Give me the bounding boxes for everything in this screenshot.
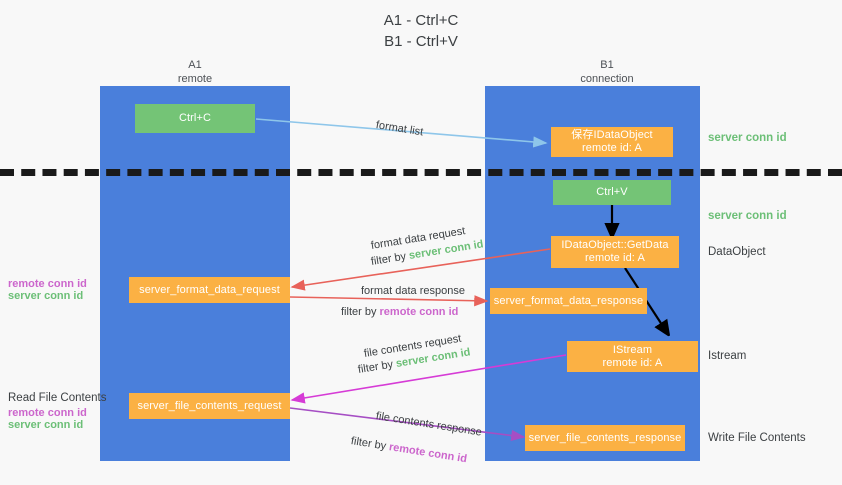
box-server-file-contents-response[interactable]: server_file_contents_response <box>525 425 685 451</box>
filter-value-remote-conn-id-1: remote conn id <box>379 306 459 318</box>
edge-label-file-contents-response: file contents response <box>375 410 483 439</box>
filter-prefix-3: filter by <box>357 358 397 376</box>
filter-value-remote-conn-id-2: remote conn id <box>388 441 468 466</box>
box-save-idataobject[interactable]: 保存IDataObject remote id: A <box>551 127 673 157</box>
box-idataobject-getdata-line1: IDataObject::GetData <box>561 239 669 251</box>
annotation-server-conn-id-4: server conn id <box>8 419 84 431</box>
annotation-write-file-contents: Write File Contents <box>708 432 806 444</box>
box-server-file-contents-response-label: server_file_contents_response <box>528 431 682 444</box>
box-ctrl-v[interactable]: Ctrl+V <box>553 180 671 205</box>
box-ctrl-c-label: Ctrl+C <box>178 112 212 124</box>
box-istream[interactable]: IStream remote id: A <box>567 341 698 372</box>
edge-label-format-data-response: format data response <box>361 285 465 297</box>
box-idataobject-getdata-line2: remote id: A <box>585 252 645 264</box>
phase-divider <box>0 169 842 176</box>
annotation-server-conn-id-2: server conn id <box>708 210 787 222</box>
box-ctrl-c[interactable]: Ctrl+C <box>135 104 255 133</box>
box-save-idataobject-line2: remote id: A <box>582 142 642 154</box>
filter-prefix-1: filter by <box>370 250 410 268</box>
annotation-left-conn-ids-1: remote conn id server conn id <box>8 278 87 302</box>
annotation-left-conn-ids-2: Read File Contents remote conn id server… <box>8 392 106 431</box>
column-b1-sub: connection <box>580 73 634 85</box>
annotation-read-file-contents: Read File Contents <box>8 392 107 404</box>
filter-prefix-2: filter by <box>341 306 380 318</box>
box-save-idataobject-line1: 保存IDataObject <box>571 129 653 141</box>
annotation-istream: Istream <box>708 350 747 362</box>
column-a1-name: A1 <box>188 59 202 71</box>
box-ctrl-v-label: Ctrl+V <box>596 186 628 198</box>
title-line-1: A1 - Ctrl+C <box>383 12 459 29</box>
box-server-format-data-response-label: server_format_data_response <box>493 294 644 307</box>
box-server-file-contents-request-label: server_file_contents_request <box>137 399 282 412</box>
arrow-format-data-response <box>289 295 489 307</box>
box-istream-line2: remote id: A <box>602 356 663 369</box>
edge-label-format-data-response-filter: filter by remote conn id <box>341 306 458 318</box>
filter-prefix-4: filter by <box>350 435 390 453</box>
box-server-file-contents-request[interactable]: server_file_contents_request <box>129 393 290 419</box>
column-b1-name: B1 <box>600 59 614 71</box>
edge-label-format-list: format list <box>375 119 425 139</box>
annotation-server-conn-id-3: server conn id <box>8 290 84 302</box>
box-istream-line1: IStream <box>612 343 653 356</box>
annotation-remote-conn-id-2: remote conn id <box>8 407 87 419</box>
page-title: A1 - Ctrl+C B1 - Ctrl+V <box>0 10 842 52</box>
edge-label-file-contents-response-filter: filter by remote conn id <box>350 435 468 465</box>
annotation-remote-conn-id-1: remote conn id <box>8 278 87 290</box>
box-idataobject-getdata[interactable]: IDataObject::GetData remote id: A <box>551 236 679 268</box>
title-line-2: B1 - Ctrl+V <box>384 33 458 50</box>
box-server-format-data-request[interactable]: server_format_data_request <box>129 277 290 303</box>
box-server-format-data-request-label: server_format_data_request <box>139 283 280 296</box>
column-header-b1: B1 connection <box>532 58 682 86</box>
column-header-a1: A1 remote <box>120 58 270 86</box>
column-a1-sub: remote <box>177 73 213 85</box>
box-server-format-data-response[interactable]: server_format_data_response <box>490 288 647 314</box>
annotation-server-conn-id-1: server conn id <box>708 132 787 144</box>
annotation-dataobject: DataObject <box>708 246 766 258</box>
